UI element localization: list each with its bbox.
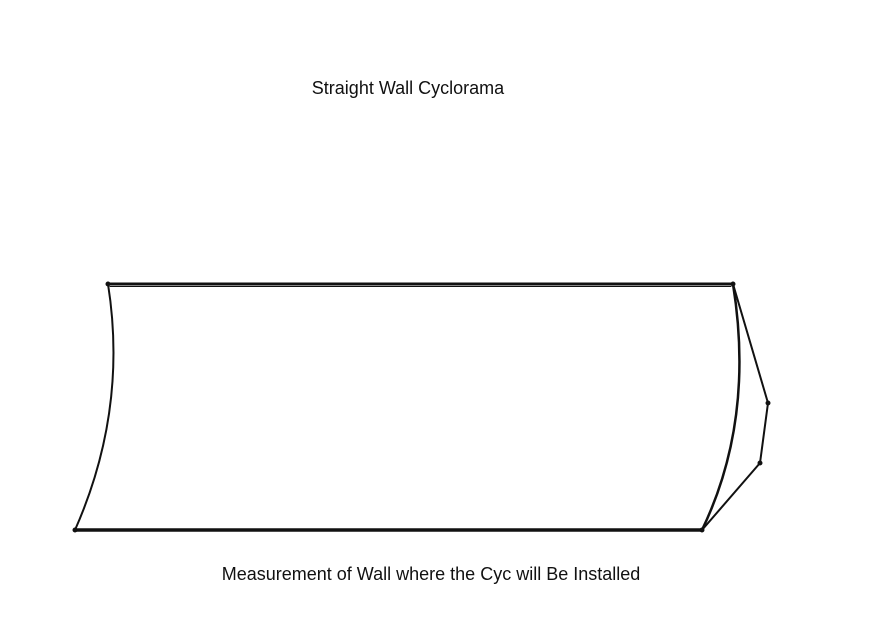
diagram-caption: Measurement of Wall where the Cyc will B… [221, 564, 641, 584]
right-curved-edge [700, 282, 741, 532]
left-curved-edge [74, 283, 115, 531]
diagram-title: Straight Wall Cyclorama [311, 78, 505, 98]
right-return-wall [701, 283, 769, 531]
